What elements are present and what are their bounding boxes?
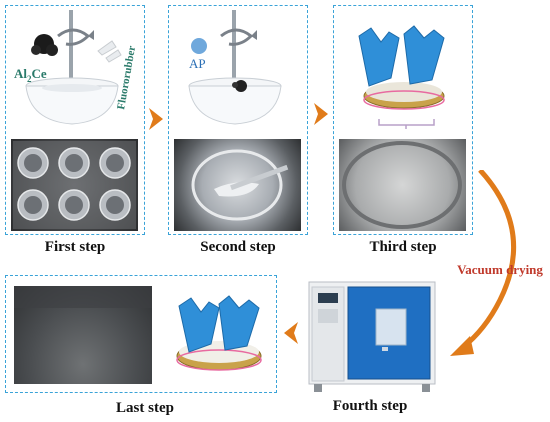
mixing-bowl-illustration: Al2Ce Fluororubber [14, 10, 138, 125]
svg-text:Al2Ce: Al2Ce [14, 66, 47, 84]
label-vacuum-drying: Vacuum drying [457, 262, 543, 277]
label-second-step: Second step [200, 239, 276, 255]
photo-final-powder [14, 286, 152, 384]
gloves-sieve-illustration [176, 295, 262, 371]
bowl-body [188, 85, 282, 125]
left-glove-icon [358, 27, 400, 87]
stirring-bowl-illustration: AP [188, 10, 282, 125]
stirring-rod [69, 10, 73, 95]
panel-first-step: Al2Ce Fluororubber [5, 5, 145, 235]
mixture-lump [235, 80, 247, 92]
fluororubber-flakes [97, 40, 122, 63]
label-third-step: Third step [369, 239, 437, 255]
curved-arrow-icon [450, 170, 517, 356]
panel-third-step [333, 5, 473, 235]
bowl-body [25, 85, 119, 125]
ap-particle-icon [191, 38, 207, 54]
stirring-rod [232, 10, 236, 90]
panel-second-step: AP [168, 5, 308, 235]
al2ce-label-suffix: Ce [32, 66, 47, 81]
label-first-step: First step [44, 239, 106, 255]
vacuum-oven-illustration [308, 281, 436, 392]
right-glove-icon [403, 25, 445, 85]
photo-steel-cups [11, 139, 138, 231]
right-glove-icon [218, 295, 260, 351]
left-glove-icon [178, 297, 220, 353]
chevron-left-icon [284, 322, 298, 344]
bracket-marker [378, 119, 435, 129]
oven-window [375, 308, 407, 346]
ap-label: AP [189, 56, 206, 71]
chevron-right-icon [149, 108, 163, 130]
photo-granulated-powder [339, 139, 466, 231]
al2ce-subscript: 2 [27, 74, 32, 84]
label-last-step: Last step [116, 400, 174, 416]
gloves-sieve-illustration [358, 25, 445, 129]
chevron-right-icon [314, 103, 328, 125]
photo-stirring-mixture [174, 139, 301, 231]
label-fourth-step: Fourth step [332, 398, 408, 414]
al2ce-label: Al [14, 66, 27, 81]
panel-last-step [5, 275, 277, 393]
